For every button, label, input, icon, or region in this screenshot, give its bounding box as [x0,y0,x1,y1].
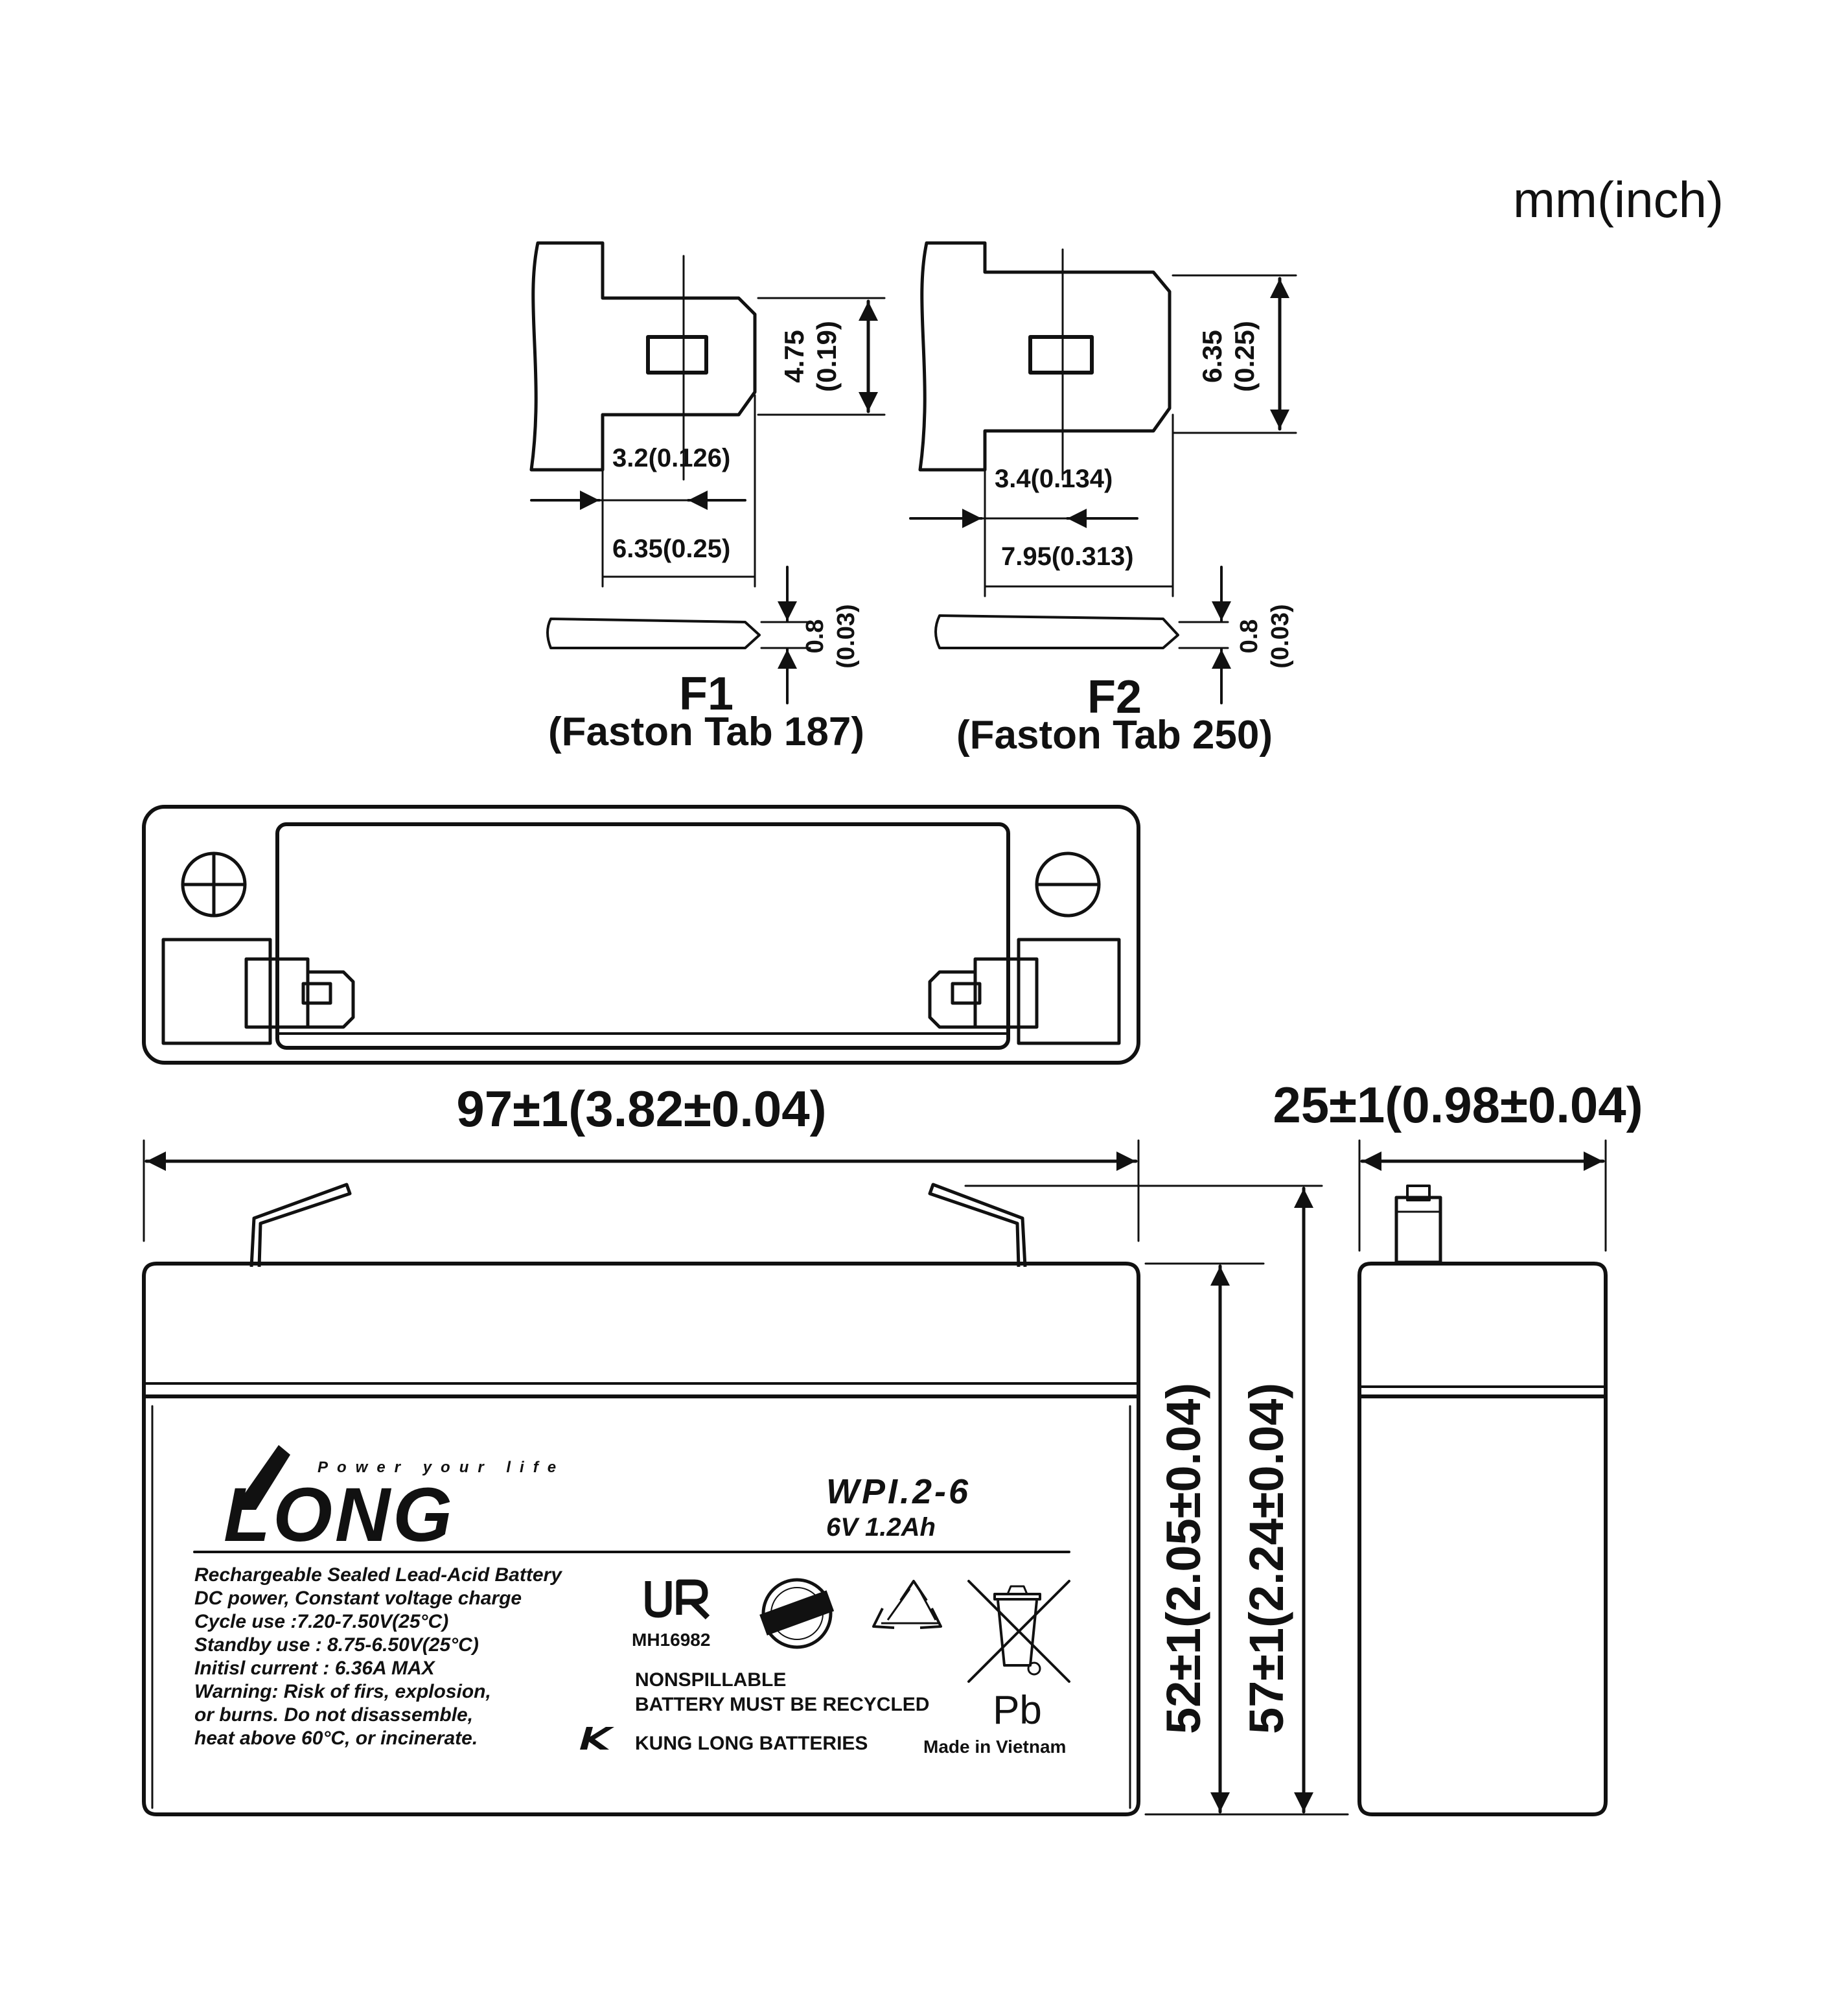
length-dim-label: 97±1(3.82±0.04) [456,1080,826,1137]
model-number: WPI.2-6 [826,1472,971,1511]
height-total-dimension: 57±1(2.24±0.04) [964,1185,1323,1814]
spec-line-8: heat above 60°C, or incinerate. [194,1728,478,1749]
terminal-f2-detail: 6.35 (0.25) 3.4(0.134) 7.95(0.313) 0.8 (… [909,241,1297,758]
f1-name: F1 [679,668,733,720]
nonspillable-notice: NONSPILLABLE [635,1669,786,1691]
width-dim-label: 25±1(0.98±0.04) [1273,1076,1643,1133]
ul-code: MH16982 [632,1630,710,1650]
f1-outer-width-dim: 6.35(0.25) [612,535,730,563]
spec-line-6: Warning: Risk of firs, explosion, [194,1681,491,1702]
manufacturer: KUNG LONG BATTERIES [635,1733,868,1754]
spec-line-7: or burns. Do not disassemble, [194,1704,473,1726]
kung-long-logo-icon [580,1727,614,1750]
right-terminal-pocket [928,938,1121,1045]
f2-name: F2 [1087,671,1142,723]
negative-terminal-icon [1035,851,1101,918]
spec-line-2: DC power, Constant voltage charge [194,1588,522,1609]
country-of-origin: Made in Vietnam [923,1737,1066,1757]
f1-type: (Faston Tab 187) [548,710,864,754]
front-view [142,1183,1140,1816]
f1-height-dim: 4.75 [779,330,809,383]
f2-outer-width-dim: 7.95(0.313) [1001,542,1134,571]
f2-thickness-dim-inch: (0.03) [1267,604,1294,668]
spec-line-5: Initisl current : 6.36A MAX [194,1658,436,1679]
f1-thickness-dim-inch: (0.03) [833,604,860,668]
spec-line-1: Rechargeable Sealed Lead-Acid Battery [194,1564,562,1586]
top-view [142,805,1140,1065]
spec-line-4: Standby use : 8.75-6.50V(25°C) [194,1634,479,1656]
f1-inner-width-dim: 3.2(0.126) [612,444,730,472]
f2-height-dim: 6.35 [1197,330,1227,383]
length-dimension: 97±1(3.82±0.04) [143,1080,1140,1242]
recycle-icon [872,1580,942,1629]
left-terminal-pocket [161,938,355,1045]
height-case-dim-label: 52±1(2.05±0.04) [1157,1383,1210,1734]
f2-inner-width-dim: 3.4(0.134) [995,465,1113,493]
height-total-dim-label: 57±1(2.24±0.04) [1240,1383,1293,1734]
spec-line-3: Cycle use :7.20-7.50V(25°C) [194,1611,448,1632]
height-case-dimension: 52±1(2.05±0.04) [1144,1262,1349,1816]
width-dimension: 25±1(0.98±0.04) [1273,1076,1643,1252]
side-view [1357,1185,1608,1816]
iso-certification-icon [759,1578,835,1649]
f2-thickness-dim: 0.8 [1236,619,1263,654]
f2-height-dim-inch: (0.25) [1229,321,1260,392]
unit-label: mm(inch) [1513,171,1724,228]
brand-logo-swoosh [233,1445,290,1510]
positive-terminal-icon [181,851,247,918]
ul-recognized-icon [645,1579,710,1620]
brand-tagline: Power your life [318,1459,565,1476]
f1-thickness-dim: 0.8 [802,619,829,654]
terminal-f1-detail: 4.75 (0.19) 3.2(0.126) 6.35(0.25) 0.8 (0… [529,241,886,754]
crossed-bin-icon [967,1580,1070,1683]
f1-height-dim-inch: (0.19) [811,321,842,392]
rating: 6V 1.2Ah [826,1513,936,1542]
battery-label: Power your life LONG WPI.2-6 6V 1.2Ah Re… [193,1445,1070,1757]
recycle-notice: BATTERY MUST BE RECYCLED [635,1694,929,1715]
f2-type: (Faston Tab 250) [956,713,1273,758]
lead-symbol: Pb [993,1688,1042,1733]
